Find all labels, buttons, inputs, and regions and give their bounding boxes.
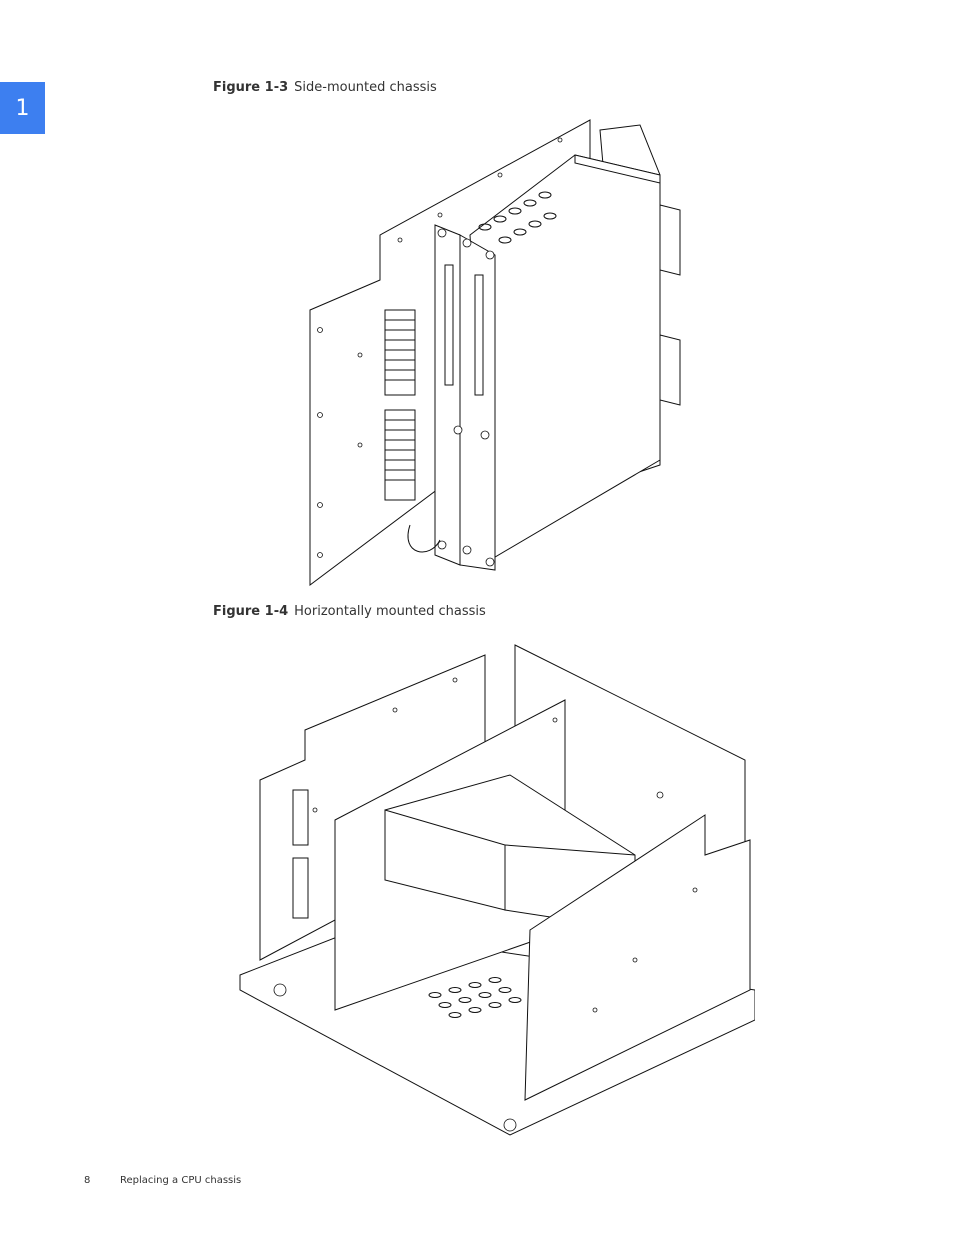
horizontally-mounted-chassis-figure xyxy=(235,630,755,1150)
figure-title: Horizontally mounted chassis xyxy=(294,604,486,619)
chapter-tab: 1 xyxy=(0,82,45,134)
footer-section-title: Replacing a CPU chassis xyxy=(120,1175,242,1186)
figure-caption-1-4: Figure 1-4 Horizontally mounted chassis xyxy=(213,604,486,619)
page-number: 8 xyxy=(84,1175,91,1186)
figure-label: Figure 1-4 xyxy=(213,604,289,619)
figure-label: Figure 1-3 xyxy=(213,80,289,95)
figure-title: Side-mounted chassis xyxy=(294,80,437,95)
figure-caption-1-3: Figure 1-3 Side-mounted chassis xyxy=(213,80,437,95)
side-mounted-chassis-figure xyxy=(300,115,700,595)
chapter-number: 1 xyxy=(15,95,30,121)
